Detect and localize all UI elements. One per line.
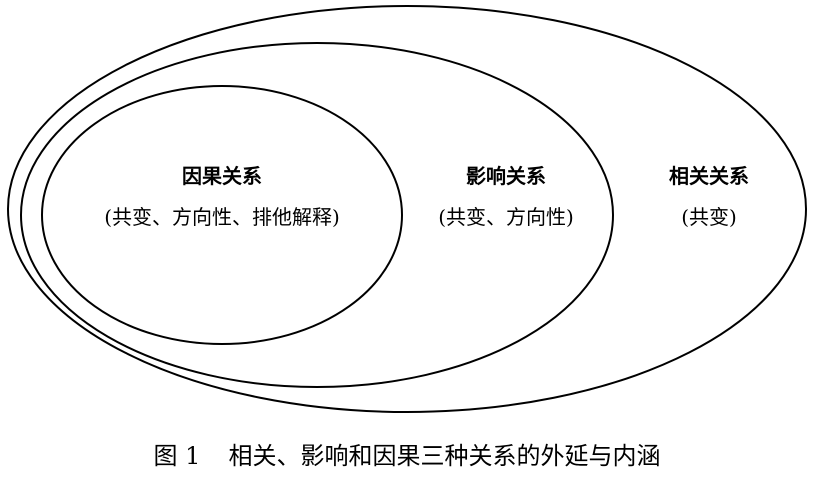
nested-sets-diagram: 因果关系 (共变、方向性、排他解释) 影响关系 (共变、方向性) 相关关系 (共… [7,5,807,413]
correlation-set-title: 相关关系 [669,164,749,188]
influence-set-title: 影响关系 [466,164,546,188]
figure-caption: 图 1 相关、影响和因果三种关系的外延与内涵 [0,436,814,476]
correlation-set-ellipse [7,5,807,413]
causation-set-description: (共变、方向性、排他解释) [104,205,340,229]
correlation-set-description: (共变) [681,205,737,229]
causation-set-title: 因果关系 [182,164,262,188]
causation-set-ellipse [41,85,403,345]
figure-caption-text: 相关、影响和因果三种关系的外延与内涵 [228,442,661,470]
figure-number: 图 1 [153,442,201,470]
influence-set-description: (共变、方向性) [438,205,574,229]
influence-set-ellipse [20,42,614,388]
